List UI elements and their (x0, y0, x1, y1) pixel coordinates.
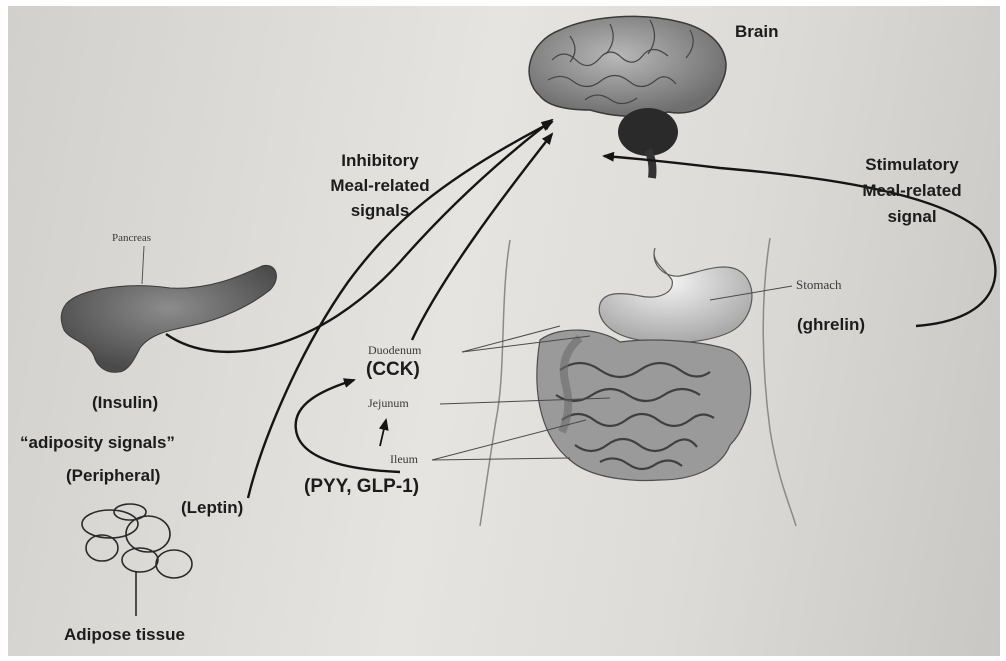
insulin-label: (Insulin) (92, 393, 158, 413)
ileum-label: Ileum (390, 452, 418, 467)
jejunum-arrow (380, 420, 386, 446)
adiposity-signals-label: “adiposity signals” (20, 433, 175, 453)
pancreas-illustration (61, 246, 276, 372)
adipose-cells (82, 504, 192, 616)
pyy-glp1-label: (PYY, GLP-1) (304, 476, 419, 498)
duodenum-label: Duodenum (368, 343, 421, 358)
stimulatory-line-3: signal (826, 204, 998, 230)
stomach-label: Stomach (796, 277, 842, 293)
brain-label: Brain (735, 22, 778, 42)
inhibitory-label: Inhibitory Meal-related signals (300, 148, 460, 223)
inhibitory-line-2: Meal-related (300, 173, 460, 198)
brain-illustration (529, 16, 726, 178)
stomach-illustration (599, 248, 752, 343)
inhibitory-line-1: Inhibitory (300, 148, 460, 173)
pancreas-label: Pancreas (112, 232, 151, 244)
inhibitory-line-3: signals (300, 198, 460, 223)
ghrelin-label: (ghrelin) (797, 315, 865, 335)
peripheral-label: (Peripheral) (66, 466, 160, 486)
cck-label: (CCK) (366, 359, 420, 381)
stimulatory-line-2: Meal-related (826, 178, 998, 204)
stimulatory-line-1: Stimulatory (826, 152, 998, 178)
jejunum-label: Jejunum (368, 396, 409, 411)
stimulatory-label: Stimulatory Meal-related signal (826, 152, 998, 230)
leptin-label: (Leptin) (181, 498, 243, 518)
adipose-tissue-label: Adipose tissue (64, 625, 185, 645)
